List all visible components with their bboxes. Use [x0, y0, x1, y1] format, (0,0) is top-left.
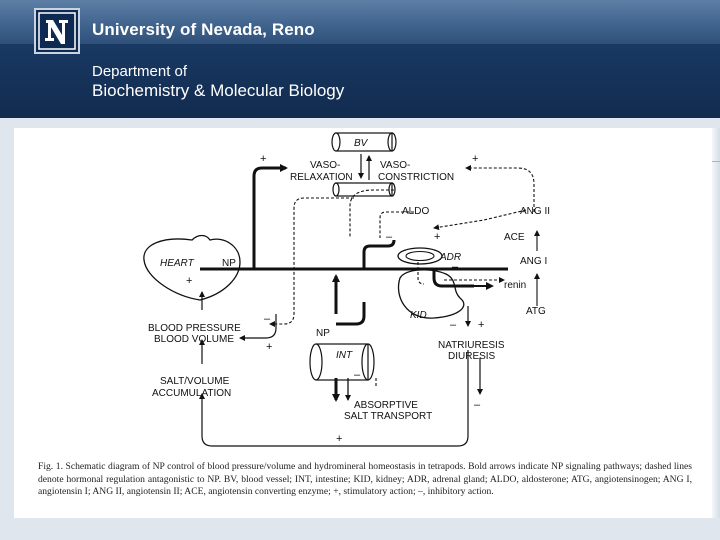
intestine-cylinder — [309, 343, 375, 381]
ang1-label: ANG I — [520, 256, 547, 267]
university-name: University of Nevada, Reno — [92, 20, 315, 39]
sign-plus-natriuresis: + — [478, 319, 484, 331]
vasoconstriction-to-heart-dashed-line — [349, 189, 394, 238]
salt-volume-label: SALT/VOLUME — [160, 376, 230, 387]
blood-pressure-label: BLOOD PRESSURE — [148, 323, 241, 334]
kidney-shape — [397, 269, 465, 319]
natriuresis-to-salt-loop — [199, 350, 469, 447]
sign-plus-loop: + — [336, 433, 342, 445]
int-label: INT — [336, 350, 353, 361]
blood-volume-label: BLOOD VOLUME — [154, 334, 234, 345]
aldo-label: ALDO — [402, 206, 429, 217]
ang2-to-aldo-dashed-arrow — [433, 209, 527, 231]
accumulation-label: ACCUMULATION — [152, 388, 231, 399]
ace-label: ACE — [504, 232, 525, 243]
kid-label: KID — [410, 310, 427, 321]
np-to-kidney-line — [432, 269, 474, 288]
atg-label: ATG — [526, 306, 546, 317]
adr-to-kid-dashed — [417, 262, 425, 285]
page-edge — [712, 128, 720, 518]
sign-minus-natriuresis: – — [450, 319, 457, 331]
university-logo — [34, 8, 80, 54]
sign-plus-bp: + — [266, 341, 272, 353]
aldo-dashed-line — [379, 211, 414, 238]
renin-label: renin — [504, 280, 526, 291]
sign-plus-adr-right: + — [434, 231, 440, 243]
diuresis-label: DIURESIS — [448, 351, 496, 362]
ang2-label: ANG II — [520, 206, 550, 217]
department-line-2: Biochemistry & Molecular Biology — [92, 81, 345, 100]
vasoconstriction-label-2: CONSTRICTION — [378, 172, 454, 183]
vasoconstriction-label-1: VASO- — [380, 160, 410, 171]
department-line-1: Department of — [92, 63, 188, 80]
sign-minus-adr-below: – — [452, 261, 459, 273]
np-schematic-diagram: BV VASO- RELAXATION VASO- CONSTRICTION A… — [143, 132, 550, 447]
ang2-to-vasoconstriction-dashed-arrow — [465, 165, 535, 212]
sign-plus-vasorelaxation: + — [260, 153, 266, 165]
sign-minus-adr-left: – — [386, 231, 393, 243]
sign-plus-vasoconstriction: + — [472, 153, 478, 165]
figure-paper: BV VASO- RELAXATION VASO- CONSTRICTION A… — [14, 128, 712, 518]
vasorelaxation-label-1: VASO- — [310, 160, 340, 171]
np-to-adr-line — [362, 239, 396, 269]
blood-vessel-small-cylinder — [332, 182, 396, 197]
heart-shape — [143, 234, 241, 301]
absorptive-label: ABSORPTIVE — [354, 400, 418, 411]
np-top-label: NP — [222, 258, 236, 269]
adrenal-gland — [397, 247, 443, 265]
adr-label: ADR — [439, 252, 461, 263]
vasorelaxation-label-2: RELAXATION — [290, 172, 353, 183]
salt-transport-label: SALT TRANSPORT — [344, 411, 432, 422]
sign-plus-heart: + — [186, 275, 192, 287]
edge-tick — [712, 161, 720, 162]
blood-vessel-cylinder — [331, 132, 397, 152]
np-to-vasorelaxation-arrow — [252, 164, 288, 269]
sign-minus-int: – — [354, 369, 361, 381]
header-banner: University of Nevada, Reno Department of… — [0, 0, 720, 118]
header-top-band — [0, 0, 720, 44]
natriuresis-label: NATRIURESIS — [438, 340, 505, 351]
vasoconstriction-feedback-dashed-line — [269, 197, 354, 327]
sign-minus-loop: – — [474, 399, 481, 411]
np-into-int-line — [336, 302, 366, 326]
sign-minus-bp: – — [264, 313, 271, 325]
vasorelaxation-to-bp-line — [239, 314, 277, 341]
np-int-label: NP — [316, 328, 330, 339]
bv-label: BV — [354, 138, 369, 149]
figure-caption: Fig. 1. Schematic diagram of NP control … — [38, 461, 692, 497]
heart-label: HEART — [160, 258, 195, 269]
